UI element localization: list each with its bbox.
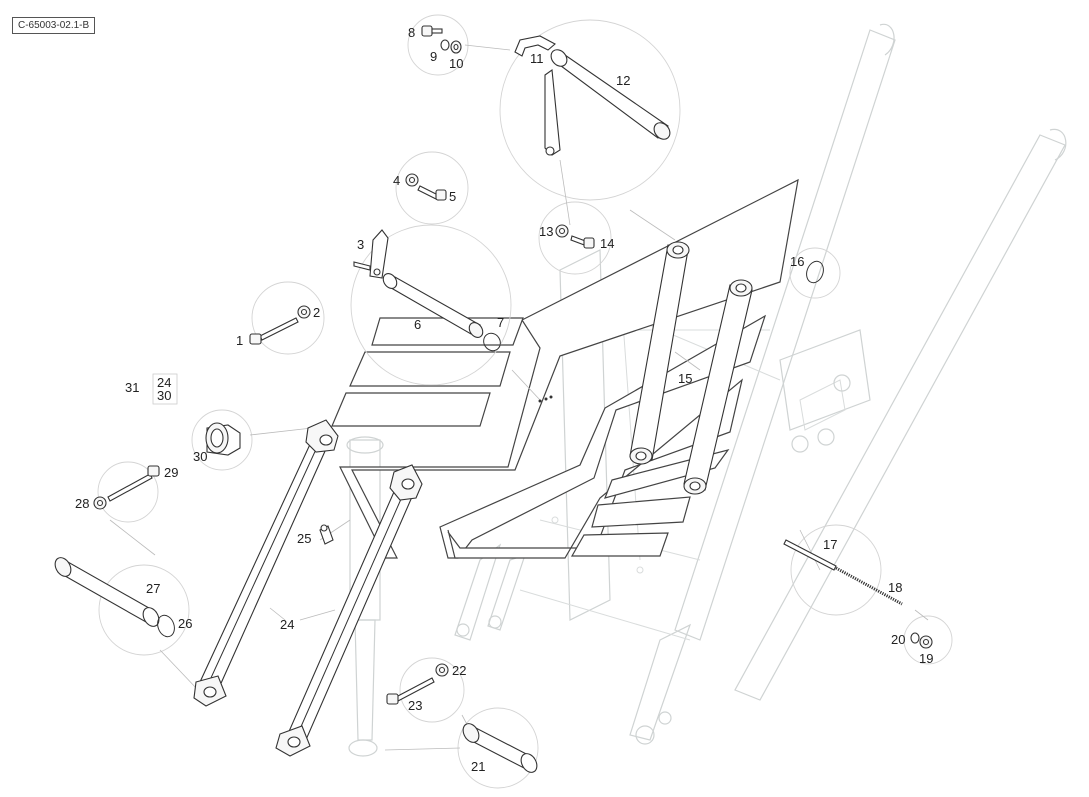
callout-31: 31: [125, 380, 139, 395]
callout-23: 23: [408, 698, 422, 713]
callout-8: 8: [408, 25, 415, 40]
callout-3: 3: [357, 237, 364, 252]
bolt-5: [417, 185, 447, 201]
drawing-reference-label: C-65003-02.1-B: [12, 17, 96, 34]
washer-20: [910, 632, 920, 644]
callout-20: 20: [891, 632, 905, 647]
callout-7: 7: [497, 315, 504, 330]
plate-hardware-dots: [538, 395, 553, 403]
callout-6: 6: [414, 317, 421, 332]
callout-13: 13: [539, 224, 553, 239]
cylinder-arm-right: [275, 464, 423, 757]
nut-19: [919, 635, 933, 649]
callout-17: 17: [823, 537, 837, 552]
link-bar-left: [629, 241, 690, 465]
callout-5: 5: [449, 189, 456, 204]
pin-17: [783, 539, 837, 571]
callout-26: 26: [178, 616, 192, 631]
callout-29: 29: [164, 465, 178, 480]
callout-16: 16: [790, 254, 804, 269]
link-bar-right: [683, 279, 753, 495]
snap-ring-26: [157, 614, 175, 638]
callout-12: 12: [616, 73, 630, 88]
callout-14: 14: [600, 236, 614, 251]
callout-25: 25: [297, 531, 311, 546]
callout-30: 30: [193, 449, 207, 464]
callout-24: 24: [280, 617, 294, 632]
callout-2: 2: [313, 305, 320, 320]
callout-18: 18: [888, 580, 902, 595]
pin-21: [462, 723, 538, 773]
bushing-30: [205, 422, 241, 456]
callout-28: 28: [75, 496, 89, 511]
nut-28: [93, 496, 107, 510]
bolt-23: [386, 677, 435, 705]
callout-15: 15: [678, 371, 692, 386]
callout-9: 9: [430, 49, 437, 64]
nut-13: [555, 224, 569, 238]
nut-2: [297, 305, 311, 319]
callout-4: 4: [393, 173, 400, 188]
callout-1: 1: [236, 333, 243, 348]
pivot-pin-12: [544, 49, 671, 156]
callout-19: 19: [919, 651, 933, 666]
bolt-8: [421, 25, 443, 37]
callout-10: 10: [449, 56, 463, 71]
washer-10: [450, 40, 462, 54]
bolt-14: [570, 235, 595, 249]
grease-fitting-25: [319, 524, 334, 545]
callout-22: 22: [452, 663, 466, 678]
snap-ring-7: [483, 332, 501, 352]
detail-bubbles: [97, 14, 953, 789]
snap-ring-16: [806, 260, 824, 284]
pin-6: [382, 273, 484, 338]
callout-labels: 1 2 3 4 5 6 7 8 9 10 11 12 13 14 15 16 1…: [75, 25, 933, 774]
callout-21: 21: [471, 759, 485, 774]
callout-27: 27: [146, 581, 160, 596]
bracket-11: [514, 35, 556, 57]
pin-27: [54, 557, 160, 627]
callout-11: 11: [530, 51, 544, 66]
kit-item-24: 24: [157, 375, 171, 390]
nut-22: [435, 663, 449, 677]
washer-9: [440, 39, 450, 51]
kit-item-30: 30: [157, 388, 171, 403]
bolt-29: [107, 465, 160, 502]
threaded-rod-18: [835, 566, 903, 606]
bracket-3: [353, 229, 389, 279]
bolt-1: [249, 317, 299, 345]
cylinder-arm-left: [193, 419, 339, 707]
nut-4: [405, 173, 419, 187]
kit-contents-box: 24 30: [152, 373, 178, 405]
